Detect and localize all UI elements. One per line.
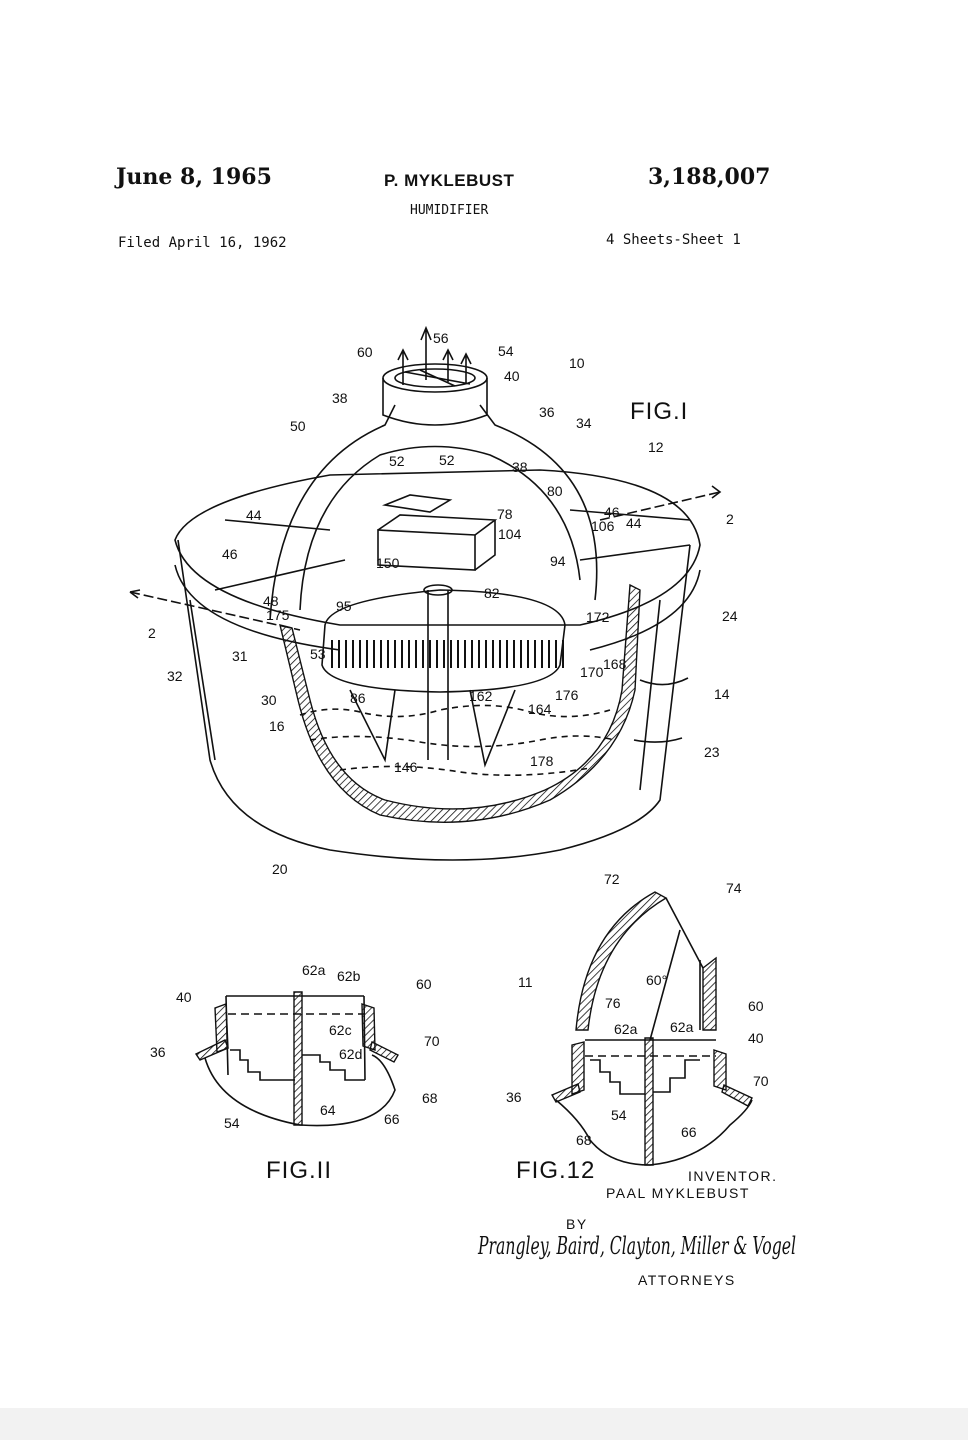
ref-label: 80 (547, 483, 563, 499)
ref-label: 36 (539, 404, 555, 420)
sheet-count: 4 Sheets-Sheet 1 (606, 232, 741, 248)
ref-label: 50 (290, 418, 306, 434)
ref-label: 40 (748, 1030, 764, 1046)
ref-label: 44 (626, 515, 642, 531)
ref-label: 104 (498, 526, 522, 542)
ref-label: 46 (222, 546, 238, 562)
ref-label: 106 (591, 518, 615, 534)
ref-label: 62c (329, 1022, 352, 1038)
ref-label: 62a (302, 962, 326, 978)
ref-label: 60° (646, 972, 667, 988)
ref-label: 70 (424, 1033, 440, 1049)
ref-label: 2 (726, 511, 734, 527)
scan-edge (0, 1408, 968, 1440)
ref-label: 54 (224, 1115, 240, 1131)
inventor-block: INVENTOR. PAAL MYKLEBUST BY Prangley, Ba… (477, 1168, 796, 1288)
ref-label: 54 (498, 343, 514, 359)
ref-label: 23 (704, 744, 720, 760)
ref-label: 60 (416, 976, 432, 992)
ref-label: 150 (376, 555, 400, 571)
ref-label: 76 (605, 995, 621, 1011)
patent-date: June 8, 1965 (116, 164, 272, 190)
ref-label: 54 (611, 1107, 627, 1123)
filed-date: Filed April 16, 1962 (118, 235, 287, 251)
inventor-header: P. MYKLEBUST (384, 171, 515, 190)
ref-label: 68 (576, 1132, 592, 1148)
fig11-title: FIG.II (266, 1157, 332, 1184)
ref-label: 62d (339, 1046, 362, 1062)
ref-label: 38 (512, 459, 528, 475)
fig11-drawing (194, 991, 399, 1127)
ref-label: 64 (320, 1102, 336, 1118)
ref-label: 60 (357, 344, 373, 360)
ref-label: 24 (722, 608, 738, 624)
ref-label: 48 (263, 593, 279, 609)
ref-label: 52 (439, 452, 455, 468)
ref-label: 62b (337, 968, 361, 984)
ref-label: 70 (753, 1073, 769, 1089)
ref-label: 176 (555, 687, 579, 703)
ref-label: 38 (332, 390, 348, 406)
ref-label: 12 (648, 439, 664, 455)
fig12-drawing (551, 891, 753, 1166)
ref-label: 56 (433, 330, 449, 346)
ref-label: 94 (550, 553, 566, 569)
ref-label: 40 (504, 368, 520, 384)
ref-label: 66 (681, 1124, 697, 1140)
patent-number: 3,188,007 (648, 164, 771, 190)
ref-label: 95 (336, 598, 352, 614)
ref-label: 82 (484, 585, 500, 601)
ref-label: 46 (604, 504, 620, 520)
ref-label: 74 (726, 880, 742, 896)
ref-label: 86 (350, 690, 366, 706)
ref-label: 32 (167, 668, 183, 684)
ref-label: 146 (394, 759, 418, 775)
ref-label: 164 (528, 701, 552, 717)
fig12-labels: 72 74 11 60° 76 60 62a 62a 40 70 36 54 6… (506, 871, 769, 1184)
fig12-title: FIG.12 (516, 1157, 595, 1184)
ref-label: 36 (150, 1044, 166, 1060)
ref-label: 30 (261, 692, 277, 708)
ref-label: 20 (272, 861, 288, 877)
ref-label: 162 (469, 688, 493, 704)
ref-label: 52 (389, 453, 405, 469)
ref-label: 175 (266, 607, 290, 623)
ref-label: 62a (614, 1021, 638, 1037)
ref-label: 72 (604, 871, 620, 887)
ref-label: 78 (497, 506, 513, 522)
ref-label: 170 (580, 664, 604, 680)
fig11-labels: 62a 62b 60 40 62c 62d 70 36 64 68 54 66 … (150, 962, 440, 1184)
ref-label: 34 (576, 415, 592, 431)
ref-label: 16 (269, 718, 285, 734)
inventor-label: INVENTOR. (688, 1168, 777, 1184)
ref-label: 172 (586, 609, 610, 625)
drum-slats (331, 640, 564, 668)
ref-label: 2 (148, 625, 156, 641)
patent-drawing: 60 56 54 10 40 38 36 34 50 52 52 38 80 1… (129, 325, 796, 1288)
by-label: BY (566, 1216, 588, 1232)
attorney-signature: Prangley, Baird, Clayton, Miller & Vogel (477, 1232, 796, 1260)
patent-title: HUMIDIFIER (410, 203, 489, 218)
ref-label: 68 (422, 1090, 438, 1106)
ref-label: 40 (176, 989, 192, 1005)
ref-label: 14 (714, 686, 730, 702)
inventor-name: PAAL MYKLEBUST (606, 1185, 750, 1201)
ref-label: 10 (569, 355, 585, 371)
ref-label: 168 (603, 656, 627, 672)
ref-label: 36 (506, 1089, 522, 1105)
ref-label: 66 (384, 1111, 400, 1127)
attorneys-label: ATTORNEYS (638, 1272, 736, 1288)
fig1-title: FIG.I (630, 398, 688, 425)
ref-label: 44 (246, 507, 262, 523)
ref-label: 31 (232, 648, 248, 664)
fig1-drawing (129, 325, 722, 861)
ref-label: 62a (670, 1019, 694, 1035)
fig1-labels: 60 56 54 10 40 38 36 34 50 52 52 38 80 1… (148, 330, 738, 877)
ref-label: 53 (310, 646, 326, 662)
ref-label: 60 (748, 998, 764, 1014)
ref-label: 11 (518, 974, 533, 990)
ref-label: 178 (530, 753, 554, 769)
